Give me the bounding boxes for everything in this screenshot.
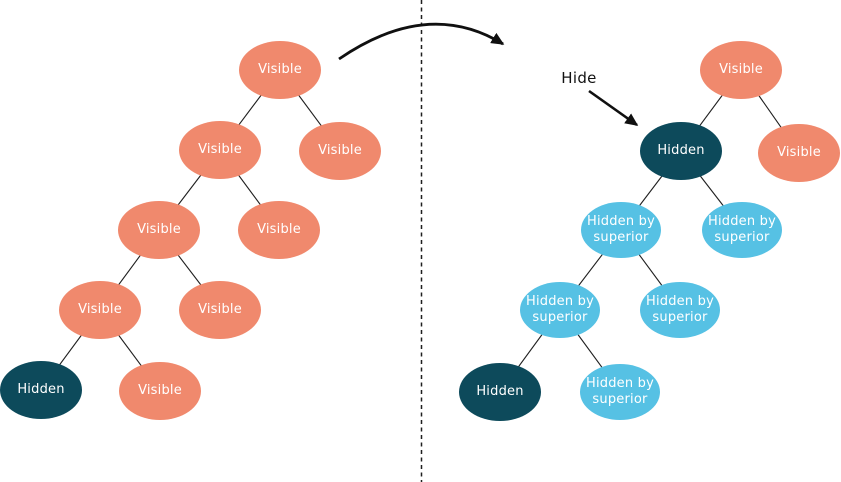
tree-node-hidden-by-superior: Hidden by superior [702,202,782,258]
node-label: Hidden [17,381,65,397]
node-label: Hidden by superior [707,213,776,245]
tree-node-hidden-by-superior: Hidden by superior [520,282,600,338]
node-label: Visible [198,301,242,317]
tree-node-visible: Visible [239,41,321,99]
tree-node-visible: Visible [238,201,320,259]
node-label: Visible [78,301,122,317]
node-label: Hidden by superior [586,213,655,245]
node-label: Visible [318,142,362,158]
node-label: Visible [777,144,821,160]
tree-node-hidden-by-superior: Hidden by superior [580,364,660,420]
tree-node-visible: Visible [299,122,381,180]
node-label: Visible [138,382,182,398]
tree-node-visible: Visible [700,41,782,99]
node-label: Hidden by superior [645,293,714,325]
node-label: Hidden by superior [585,375,654,407]
node-label: Visible [257,221,301,237]
tree-node-hidden-by-superior: Hidden by superior [640,282,720,338]
hide-annotation-arrow [588,89,639,127]
node-label: Hidden [476,383,524,399]
tree-node-visible: Visible [179,281,261,339]
hide-label: Hide [561,69,597,87]
tree-node-hidden: Hidden [0,361,82,419]
tree-node-visible: Visible [119,362,201,420]
tree-node-visible: Visible [758,124,840,182]
tree-node-visible: Visible [59,281,141,339]
node-label: Visible [137,221,181,237]
node-label: Hidden [657,142,705,158]
transform-curved-arrow [338,22,505,61]
tree-node-hidden: Hidden [640,122,722,180]
node-label: Visible [258,61,302,77]
tree-node-hidden: Hidden [459,363,541,421]
node-label: Visible [198,141,242,157]
tree-node-hidden-by-superior: Hidden by superior [581,202,661,258]
node-label: Hidden by superior [525,293,594,325]
tree-node-visible: Visible [118,201,200,259]
node-label: Visible [719,61,763,77]
tree-node-visible: Visible [179,121,261,179]
